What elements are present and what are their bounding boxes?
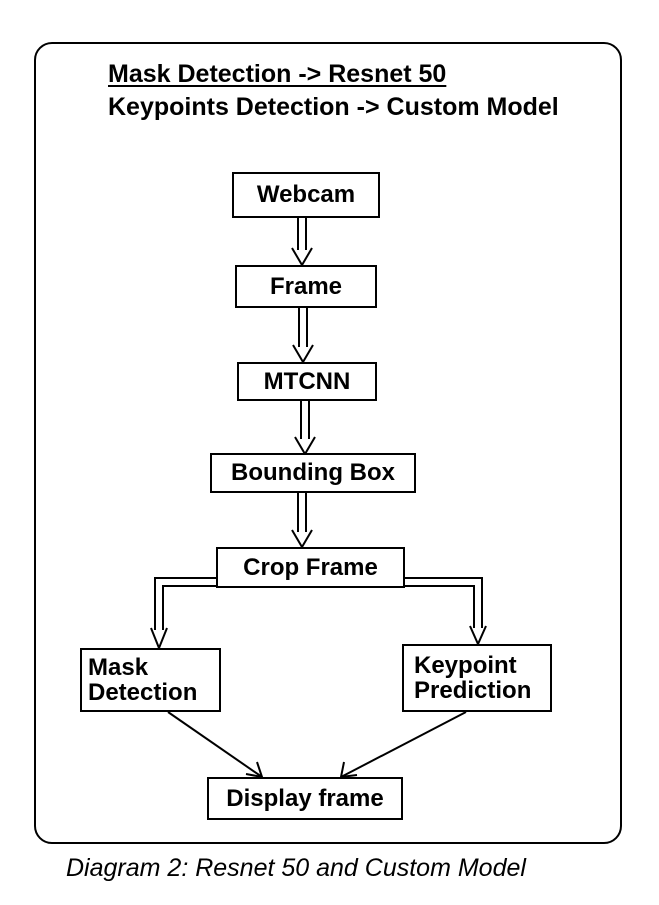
diagram-caption: Diagram 2: Resnet 50 and Custom Model — [66, 854, 526, 882]
arrow-mask-detection-to-display-frame — [167, 711, 264, 779]
arrow-frame-to-mtcnn — [292, 308, 314, 364]
node-webcam: Webcam — [232, 172, 380, 218]
node-crop-frame: Crop Frame — [216, 547, 405, 588]
arrow-crop-frame-to-mask-detection — [150, 577, 216, 651]
node-display-frame: Display frame — [207, 777, 403, 820]
arrow-bounding-box-to-crop-frame — [291, 493, 313, 549]
mask-detection-line-1: Mask — [88, 653, 149, 681]
diagram-frame — [34, 42, 622, 844]
header-mask-detection: Mask Detection -> Resnet 50 — [108, 60, 447, 88]
arrow-mtcnn-to-bounding-box — [294, 401, 316, 456]
header-keypoints-detection: Keypoints Detection -> Custom Model — [108, 93, 559, 121]
node-mask-detection: Mask Detection — [80, 648, 221, 712]
mask-detection-line-2: Detection — [88, 679, 198, 706]
node-frame: Frame — [235, 265, 377, 308]
arrow-webcam-to-frame — [291, 218, 313, 267]
keypoint-prediction-line-1: Keypoint — [414, 651, 517, 679]
arrow-crop-frame-to-keypoint-prediction — [405, 577, 487, 647]
keypoint-prediction-line-2: Prediction — [414, 677, 532, 704]
node-keypoint-prediction: Keypoint Prediction — [402, 644, 552, 712]
node-mtcnn: MTCNN — [237, 362, 377, 401]
node-bounding-box: Bounding Box — [210, 453, 416, 493]
arrow-keypoint-prediction-to-display-frame — [339, 711, 467, 779]
